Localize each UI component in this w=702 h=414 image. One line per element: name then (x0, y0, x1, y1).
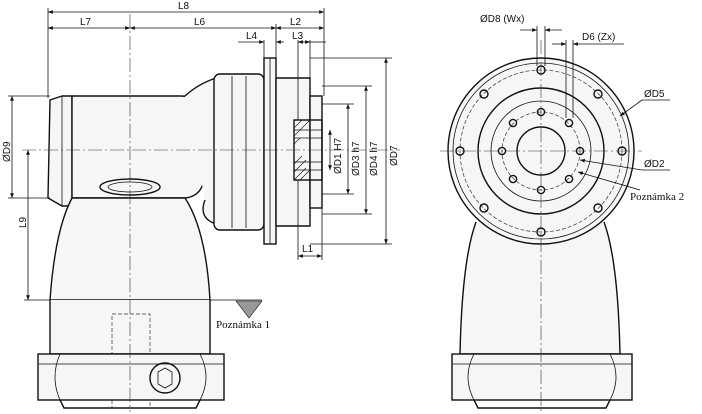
dim-d7: ØD7 (389, 145, 400, 166)
dim-l1: L1 (302, 244, 314, 255)
dim-d2: ØD2 (644, 159, 665, 170)
datum-triangle (235, 300, 263, 319)
front-view: ØD8 (Wx) D6 (Zx) ØD5 ØD2 Poznámka 2 (440, 14, 684, 412)
dim-l8: L8 (178, 1, 190, 12)
dim-d3: ØD3 h7 (351, 141, 362, 176)
dim-l2: L2 (290, 17, 302, 28)
flange-hub (213, 73, 265, 231)
dim-d9: ØD9 (2, 141, 13, 162)
dim-d1: ØD1 H7 (333, 137, 344, 174)
side-view: L8 L7 L6 L2 L4 L3 L1 ØD9 L9 (2, 1, 400, 412)
dim-l7: L7 (80, 17, 92, 28)
dim-d4: ØD4 h7 (369, 141, 380, 176)
dim-l9: L9 (18, 216, 29, 228)
dim-l4: L4 (246, 31, 258, 42)
dim-l6: L6 (194, 17, 206, 28)
dim-d6: D6 (Zx) (582, 32, 615, 43)
note-1: Poznámka 1 (216, 319, 270, 331)
hex-bolt (149, 362, 181, 394)
front-nut (451, 353, 633, 401)
dim-d5: ØD5 (644, 89, 665, 100)
output-body (275, 77, 311, 227)
dim-d8: ØD8 (Wx) (480, 14, 524, 25)
input-tube (47, 95, 73, 207)
dim-l3: L3 (292, 31, 304, 42)
nut-base (37, 353, 225, 401)
note-2: Poznámka 2 (630, 191, 684, 203)
